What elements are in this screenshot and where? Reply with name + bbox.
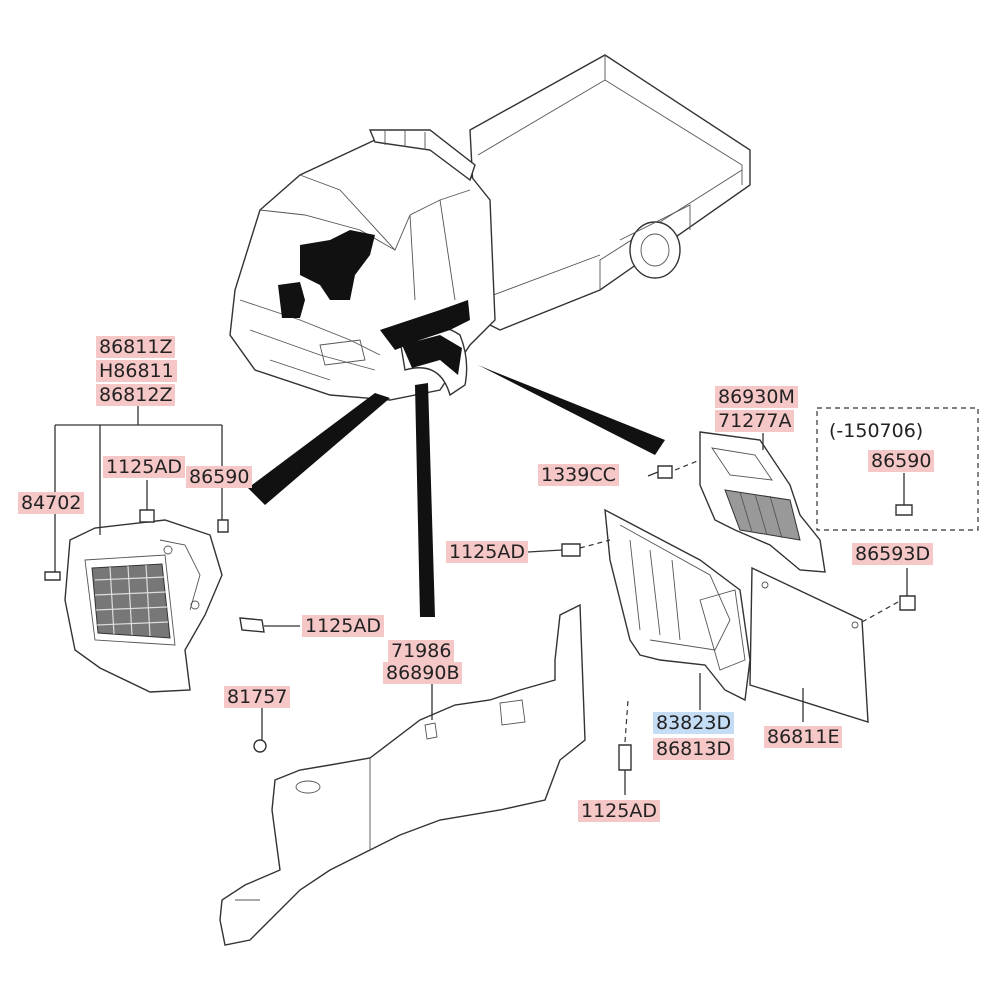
label-81757: 81757 (224, 686, 291, 708)
label-1125AD-side: 1125AD (302, 615, 384, 637)
leader-lines-right (527, 433, 908, 795)
label-86813D: 86813D (653, 738, 735, 760)
variant-box (816, 407, 979, 531)
label-1125AD-bottom: 1125AD (578, 800, 660, 822)
label-1125AD-grille: 1125AD (103, 456, 185, 478)
label-71986: 71986 (388, 640, 455, 662)
label-86930M: 86930M (715, 386, 798, 408)
leader-lines-bottom (261, 684, 433, 740)
label-variant-date: (-150706) (829, 420, 924, 442)
label-1339CC: 1339CC (538, 464, 619, 486)
label-71277A: 71277A (715, 410, 795, 432)
label-1125AD-liner: 1125AD (446, 541, 528, 563)
label-H86811: H86811 (96, 360, 177, 382)
label-84702: 84702 (18, 492, 85, 514)
label-86811E: 86811E (764, 726, 843, 748)
label-86590-variant: 86590 (868, 450, 935, 472)
label-86890B: 86890B (383, 662, 463, 684)
inner-liner-panel (219, 603, 586, 946)
side-grille-assembly (44, 509, 265, 693)
mudguard-assembly (561, 431, 916, 771)
label-83823D: 83823D (653, 712, 735, 734)
label-86590-grille: 86590 (186, 466, 253, 488)
truck-illustration (229, 54, 751, 617)
label-86812Z: 86812Z (96, 384, 176, 406)
label-86593D: 86593D (852, 543, 934, 565)
label-86811Z: 86811Z (96, 336, 176, 358)
